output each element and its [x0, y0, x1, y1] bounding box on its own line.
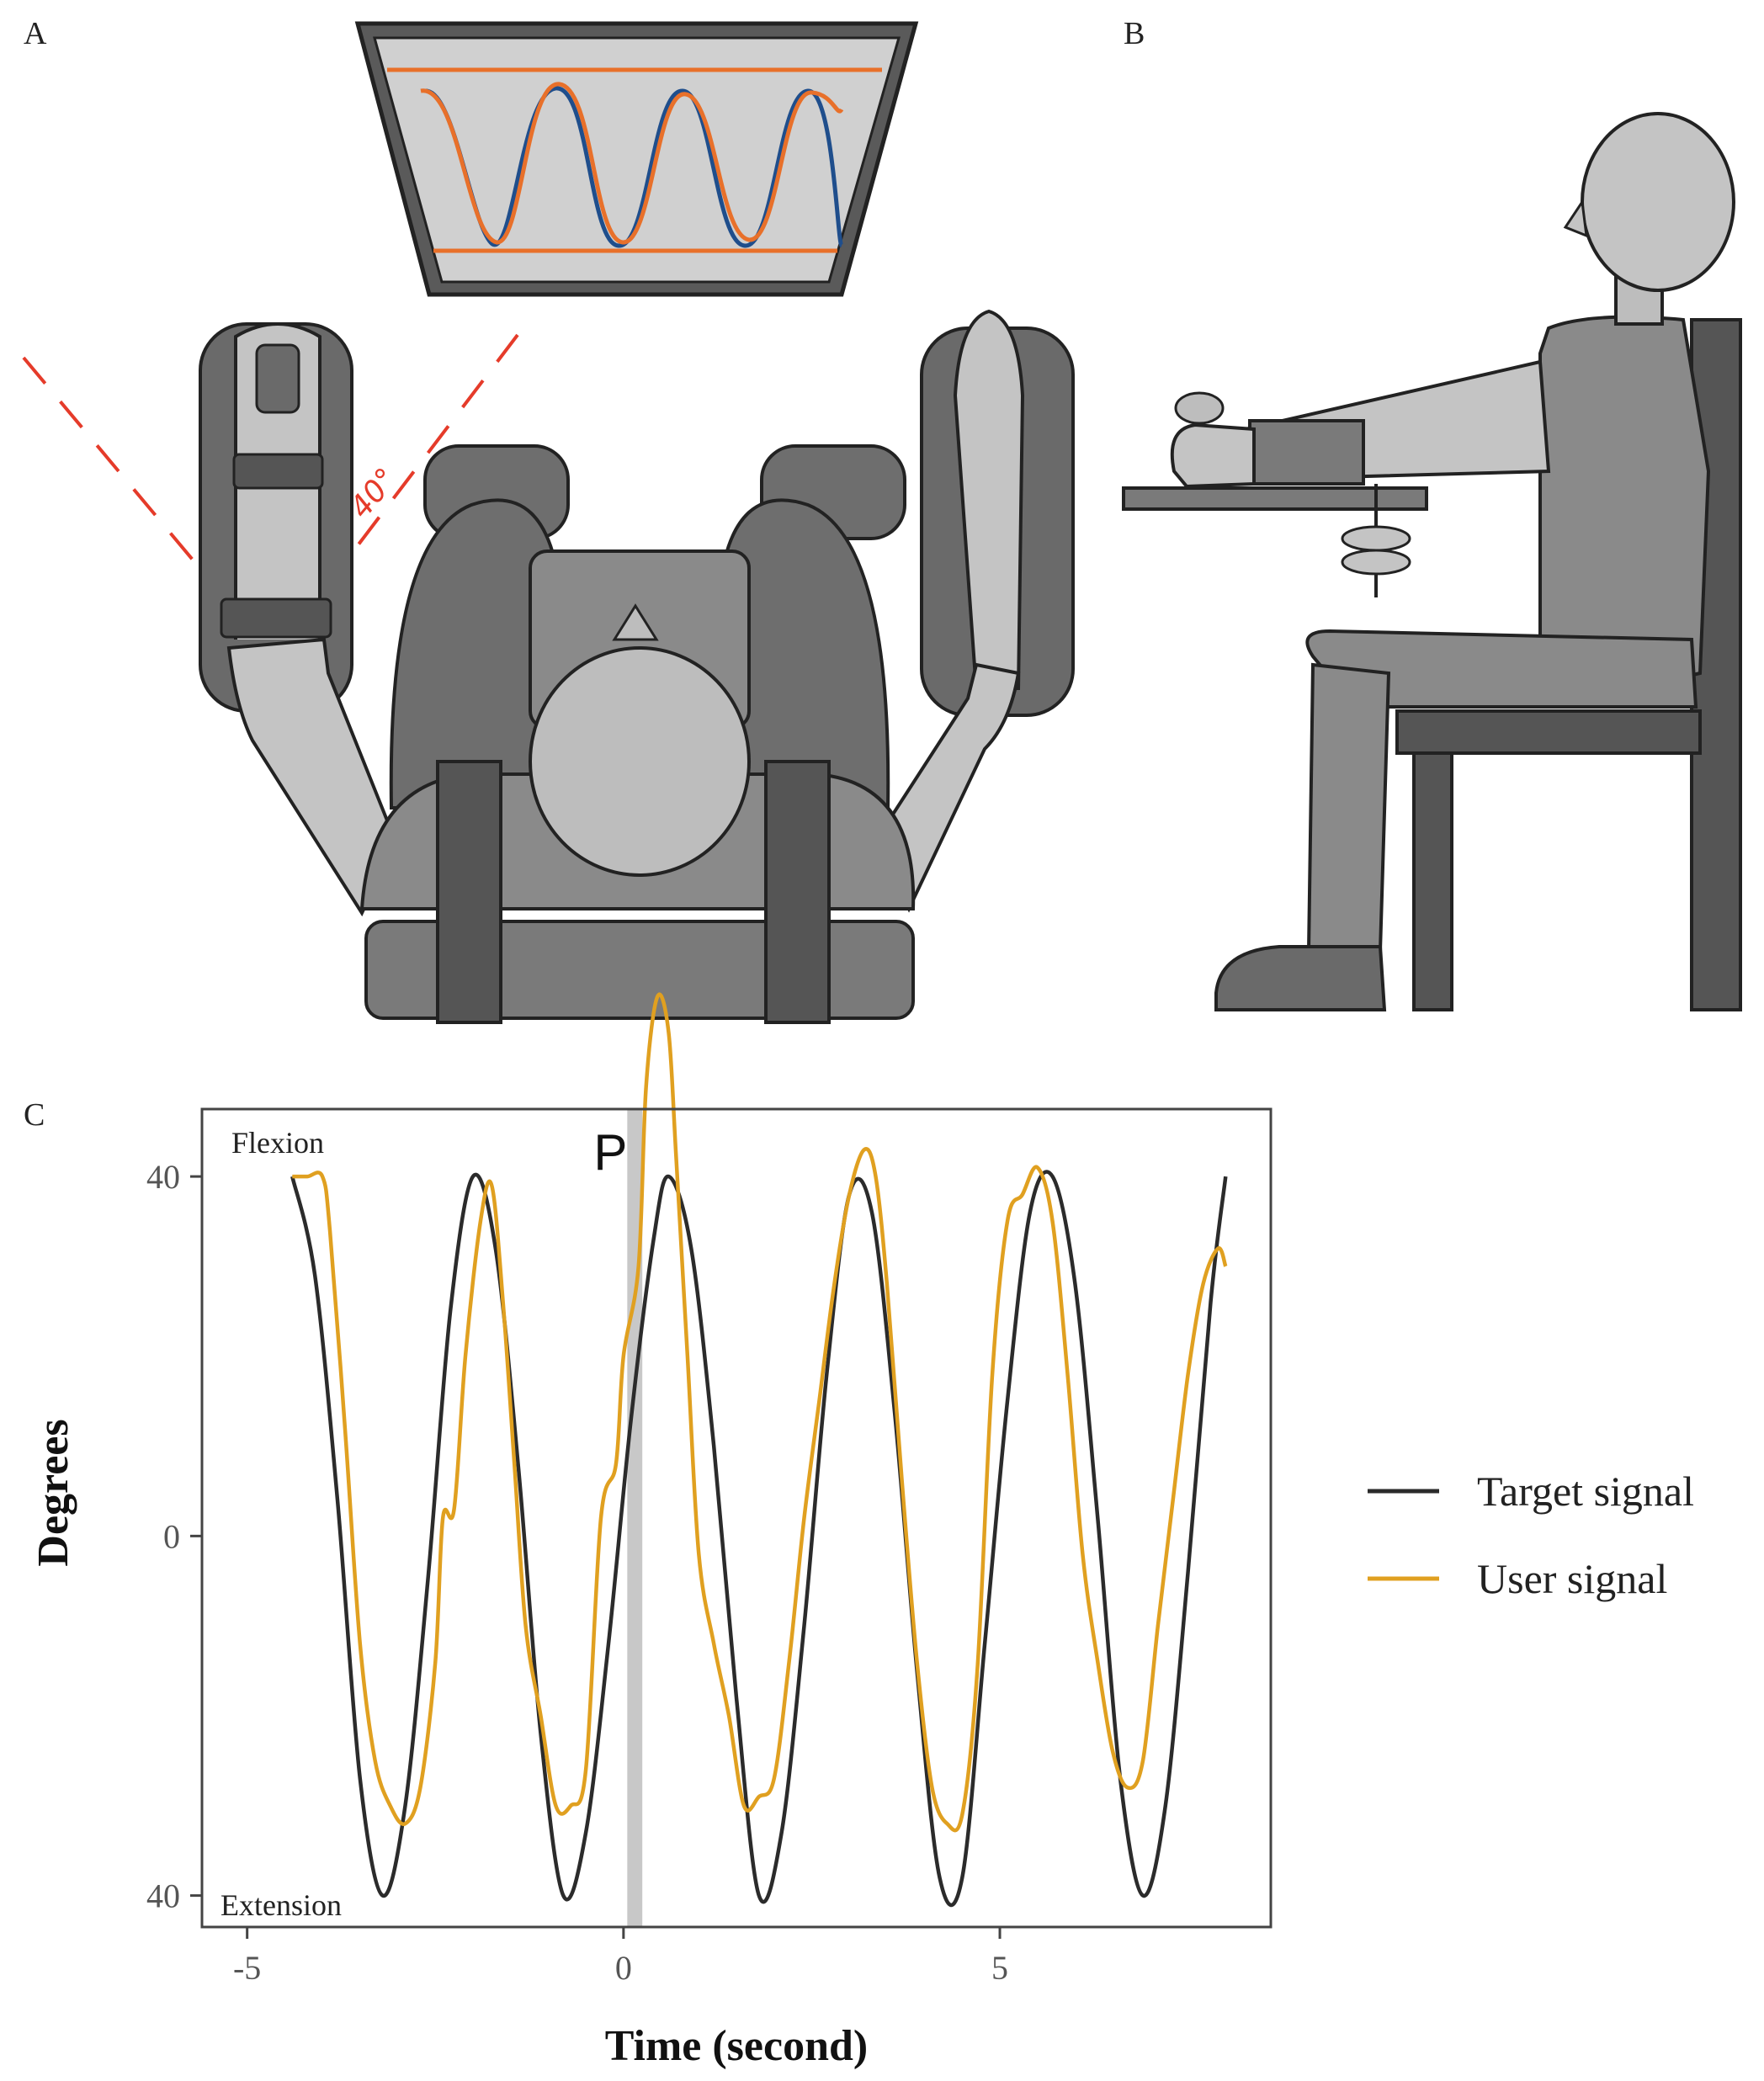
panel-b-illustration: B — [1122, 16, 1742, 1011]
y-axis-ticks: 40 0 40 — [146, 1158, 202, 1915]
x-axis-title: Time (second) — [605, 2022, 868, 2070]
y-axis-title: Degrees — [29, 1419, 77, 1566]
series-line-0 — [290, 1170, 1228, 1908]
series-layer — [290, 992, 1228, 1908]
panel-label-b: B — [1124, 16, 1145, 51]
perturbation-label: P — [593, 1124, 627, 1181]
person-side-view — [1170, 112, 1735, 1011]
monitor-screen — [354, 21, 919, 297]
x-tick-label: 0 — [615, 1949, 632, 1987]
x-axis-ticks: -5 0 5 — [233, 1927, 1008, 1987]
person-top-view — [226, 603, 1021, 1024]
flexion-annotation: Flexion — [231, 1126, 324, 1160]
legend-label-0: Target signal — [1477, 1468, 1694, 1515]
panel-label-a: A — [24, 16, 47, 51]
hand-platform — [1122, 391, 1428, 597]
x-tick-label: -5 — [233, 1949, 261, 1987]
panel-c-chart: C -5 0 5 40 0 40 Flexion Extension P Time (s… — [24, 992, 1694, 2070]
legend-label-1: User signal — [1477, 1555, 1667, 1602]
y-tick-label: 0 — [163, 1517, 180, 1555]
extension-annotation: Extension — [220, 1888, 342, 1922]
panel-label-c: C — [24, 1097, 45, 1133]
panel-a-illustration: A 40° — [22, 16, 1075, 1024]
right-armrest — [920, 309, 1075, 717]
plot-frame — [200, 1107, 1273, 1929]
x-tick-label: 5 — [991, 1949, 1008, 1987]
y-tick-label: 40 — [146, 1158, 180, 1196]
y-tick-label: 40 — [146, 1877, 180, 1915]
series-line-1 — [292, 992, 1228, 1833]
left-armrest — [199, 322, 353, 713]
screen-user-wave — [420, 82, 844, 245]
